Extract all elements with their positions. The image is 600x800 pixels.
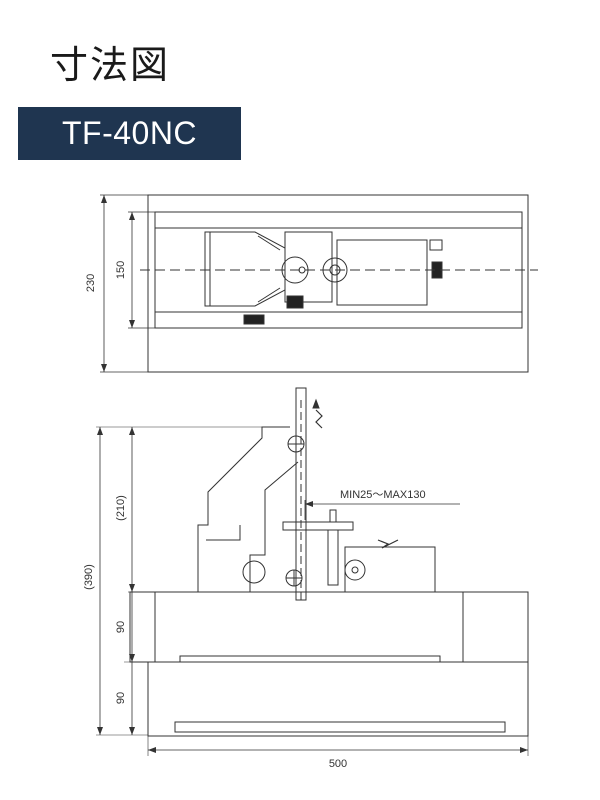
dim-text-90-mid: 90	[115, 621, 127, 633]
dim-text-390: (390)	[83, 564, 95, 590]
front-view	[96, 387, 529, 756]
top-view	[100, 194, 538, 373]
dim-text-150: 150	[115, 261, 127, 279]
top-view-fitting	[429, 239, 443, 251]
top-view-head	[284, 231, 333, 303]
top-view-knob-2	[243, 314, 265, 325]
stroke-range-label: MIN25～MAX130	[340, 489, 426, 501]
horizontal-motion-arrow	[377, 539, 399, 549]
front-arm	[282, 521, 354, 531]
front-motor-circle	[242, 560, 266, 584]
dim-text-210: (210)	[115, 495, 127, 521]
front-slide	[327, 529, 339, 586]
dim-text-500: 500	[329, 758, 347, 770]
model-name: TF-40NC	[61, 115, 198, 151]
front-base-lower	[147, 661, 529, 737]
top-view-knob-1	[286, 295, 304, 309]
vertical-motion-arrow	[315, 409, 323, 429]
top-view-outer-frame	[147, 194, 529, 373]
dim-text-230: 230	[85, 274, 97, 292]
front-base-upper	[129, 591, 529, 663]
top-view-cone	[204, 231, 286, 307]
front-base-tray	[179, 655, 441, 663]
dim-text-90-base: 90	[115, 692, 127, 704]
front-roller	[344, 559, 366, 581]
front-base-slot	[174, 721, 506, 733]
top-view-table-block	[336, 239, 428, 306]
front-work-table	[344, 546, 436, 592]
page-title: 寸法図	[50, 43, 171, 87]
model-badge: TF-40NC	[18, 107, 241, 160]
